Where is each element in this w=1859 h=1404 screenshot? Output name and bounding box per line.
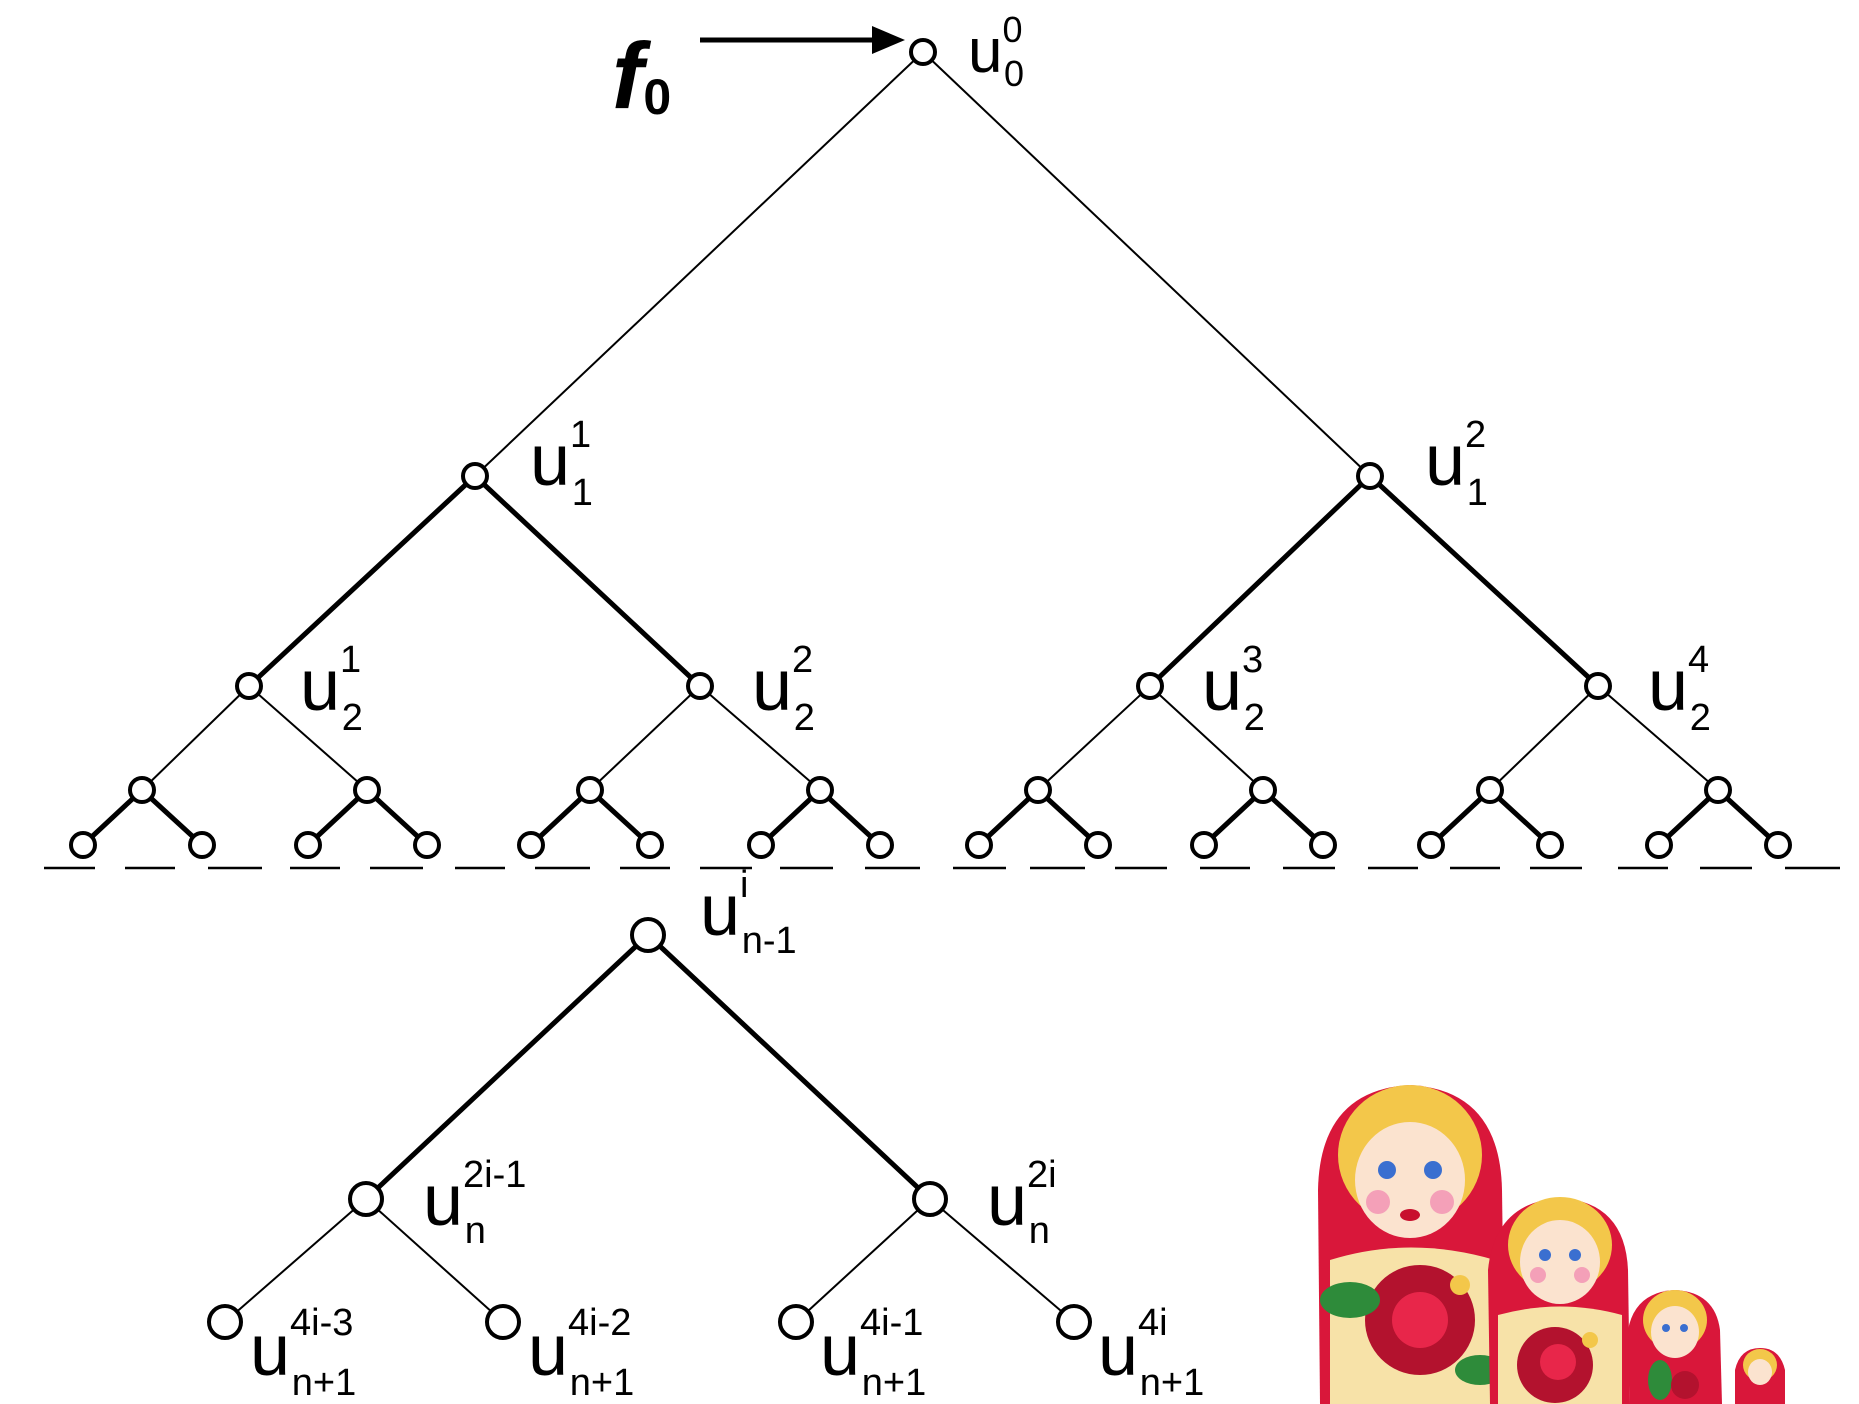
doll-tiny	[1735, 1348, 1785, 1404]
doll-large	[1318, 1085, 1505, 1404]
node-generic-root	[630, 917, 666, 953]
node-generic-leaf	[485, 1304, 521, 1340]
node-level3	[353, 776, 381, 804]
edge-generic-child-to-leaf	[365, 1198, 504, 1323]
node-level3	[806, 776, 834, 804]
input-label: f0	[612, 23, 671, 128]
edge-generic-child-to-leaf	[795, 1198, 931, 1323]
node-generic-leaf	[207, 1304, 243, 1340]
edge-level2-to-level3	[248, 685, 368, 791]
node-level4	[866, 831, 894, 859]
node-level3	[1024, 776, 1052, 804]
edge-level1-to-level2	[1367, 473, 1601, 689]
node-level4	[294, 831, 322, 859]
doll-medium	[1488, 1197, 1630, 1404]
node-level4	[1417, 831, 1445, 859]
node-level4	[747, 831, 775, 859]
matryoshka-dolls-image	[1290, 1070, 1859, 1404]
node-generic-leaf	[1056, 1304, 1092, 1340]
node-level4	[1645, 831, 1673, 859]
edge-level2-to-level3	[1149, 685, 1264, 791]
edge-generic-child-to-leaf	[224, 1198, 367, 1323]
edge-level2-to-level3	[1489, 685, 1599, 791]
edge-level2-to-level3	[589, 685, 701, 791]
node-generic-child	[348, 1181, 384, 1217]
edge-root-to-level1	[922, 51, 1371, 477]
node-level3	[1704, 776, 1732, 804]
node-level4	[1309, 831, 1337, 859]
node-level3	[1476, 776, 1504, 804]
node-level4	[413, 831, 441, 859]
node-level3	[1249, 776, 1277, 804]
node-generic-child	[912, 1181, 948, 1217]
edge-level2-to-level3	[1597, 685, 1719, 791]
node-level2	[1136, 672, 1164, 700]
edge-generic-root-to-child	[363, 932, 651, 1202]
edge-level2-to-level3	[699, 685, 821, 791]
node-level4	[1536, 831, 1564, 859]
tree-nodes	[69, 38, 1792, 1340]
node-level4	[188, 831, 216, 859]
node-level1	[1356, 462, 1384, 490]
edge-level1-to-level2	[472, 473, 703, 689]
node-level2	[235, 672, 263, 700]
node-root	[909, 38, 937, 66]
node-level4	[1084, 831, 1112, 859]
edge-level2-to-level3	[141, 685, 250, 791]
edge-root-to-level1	[474, 51, 924, 477]
node-level2	[686, 672, 714, 700]
edge-level2-to-level3	[1037, 685, 1151, 791]
edge-generic-child-to-leaf	[929, 1198, 1075, 1323]
node-level4	[69, 831, 97, 859]
edge-level1-to-level2	[1147, 473, 1373, 689]
node-level3	[576, 776, 604, 804]
node-level4	[1190, 831, 1218, 859]
node-level1	[461, 462, 489, 490]
node-level2	[1584, 672, 1612, 700]
node-level4	[1764, 831, 1792, 859]
node-level4	[965, 831, 993, 859]
input-arrow	[700, 26, 905, 54]
node-level3	[128, 776, 156, 804]
node-generic-leaf	[778, 1304, 814, 1340]
node-level4	[636, 831, 664, 859]
doll-small	[1628, 1290, 1722, 1404]
node-level4	[517, 831, 545, 859]
edge-level1-to-level2	[246, 473, 478, 689]
edge-generic-root-to-child	[645, 932, 933, 1202]
